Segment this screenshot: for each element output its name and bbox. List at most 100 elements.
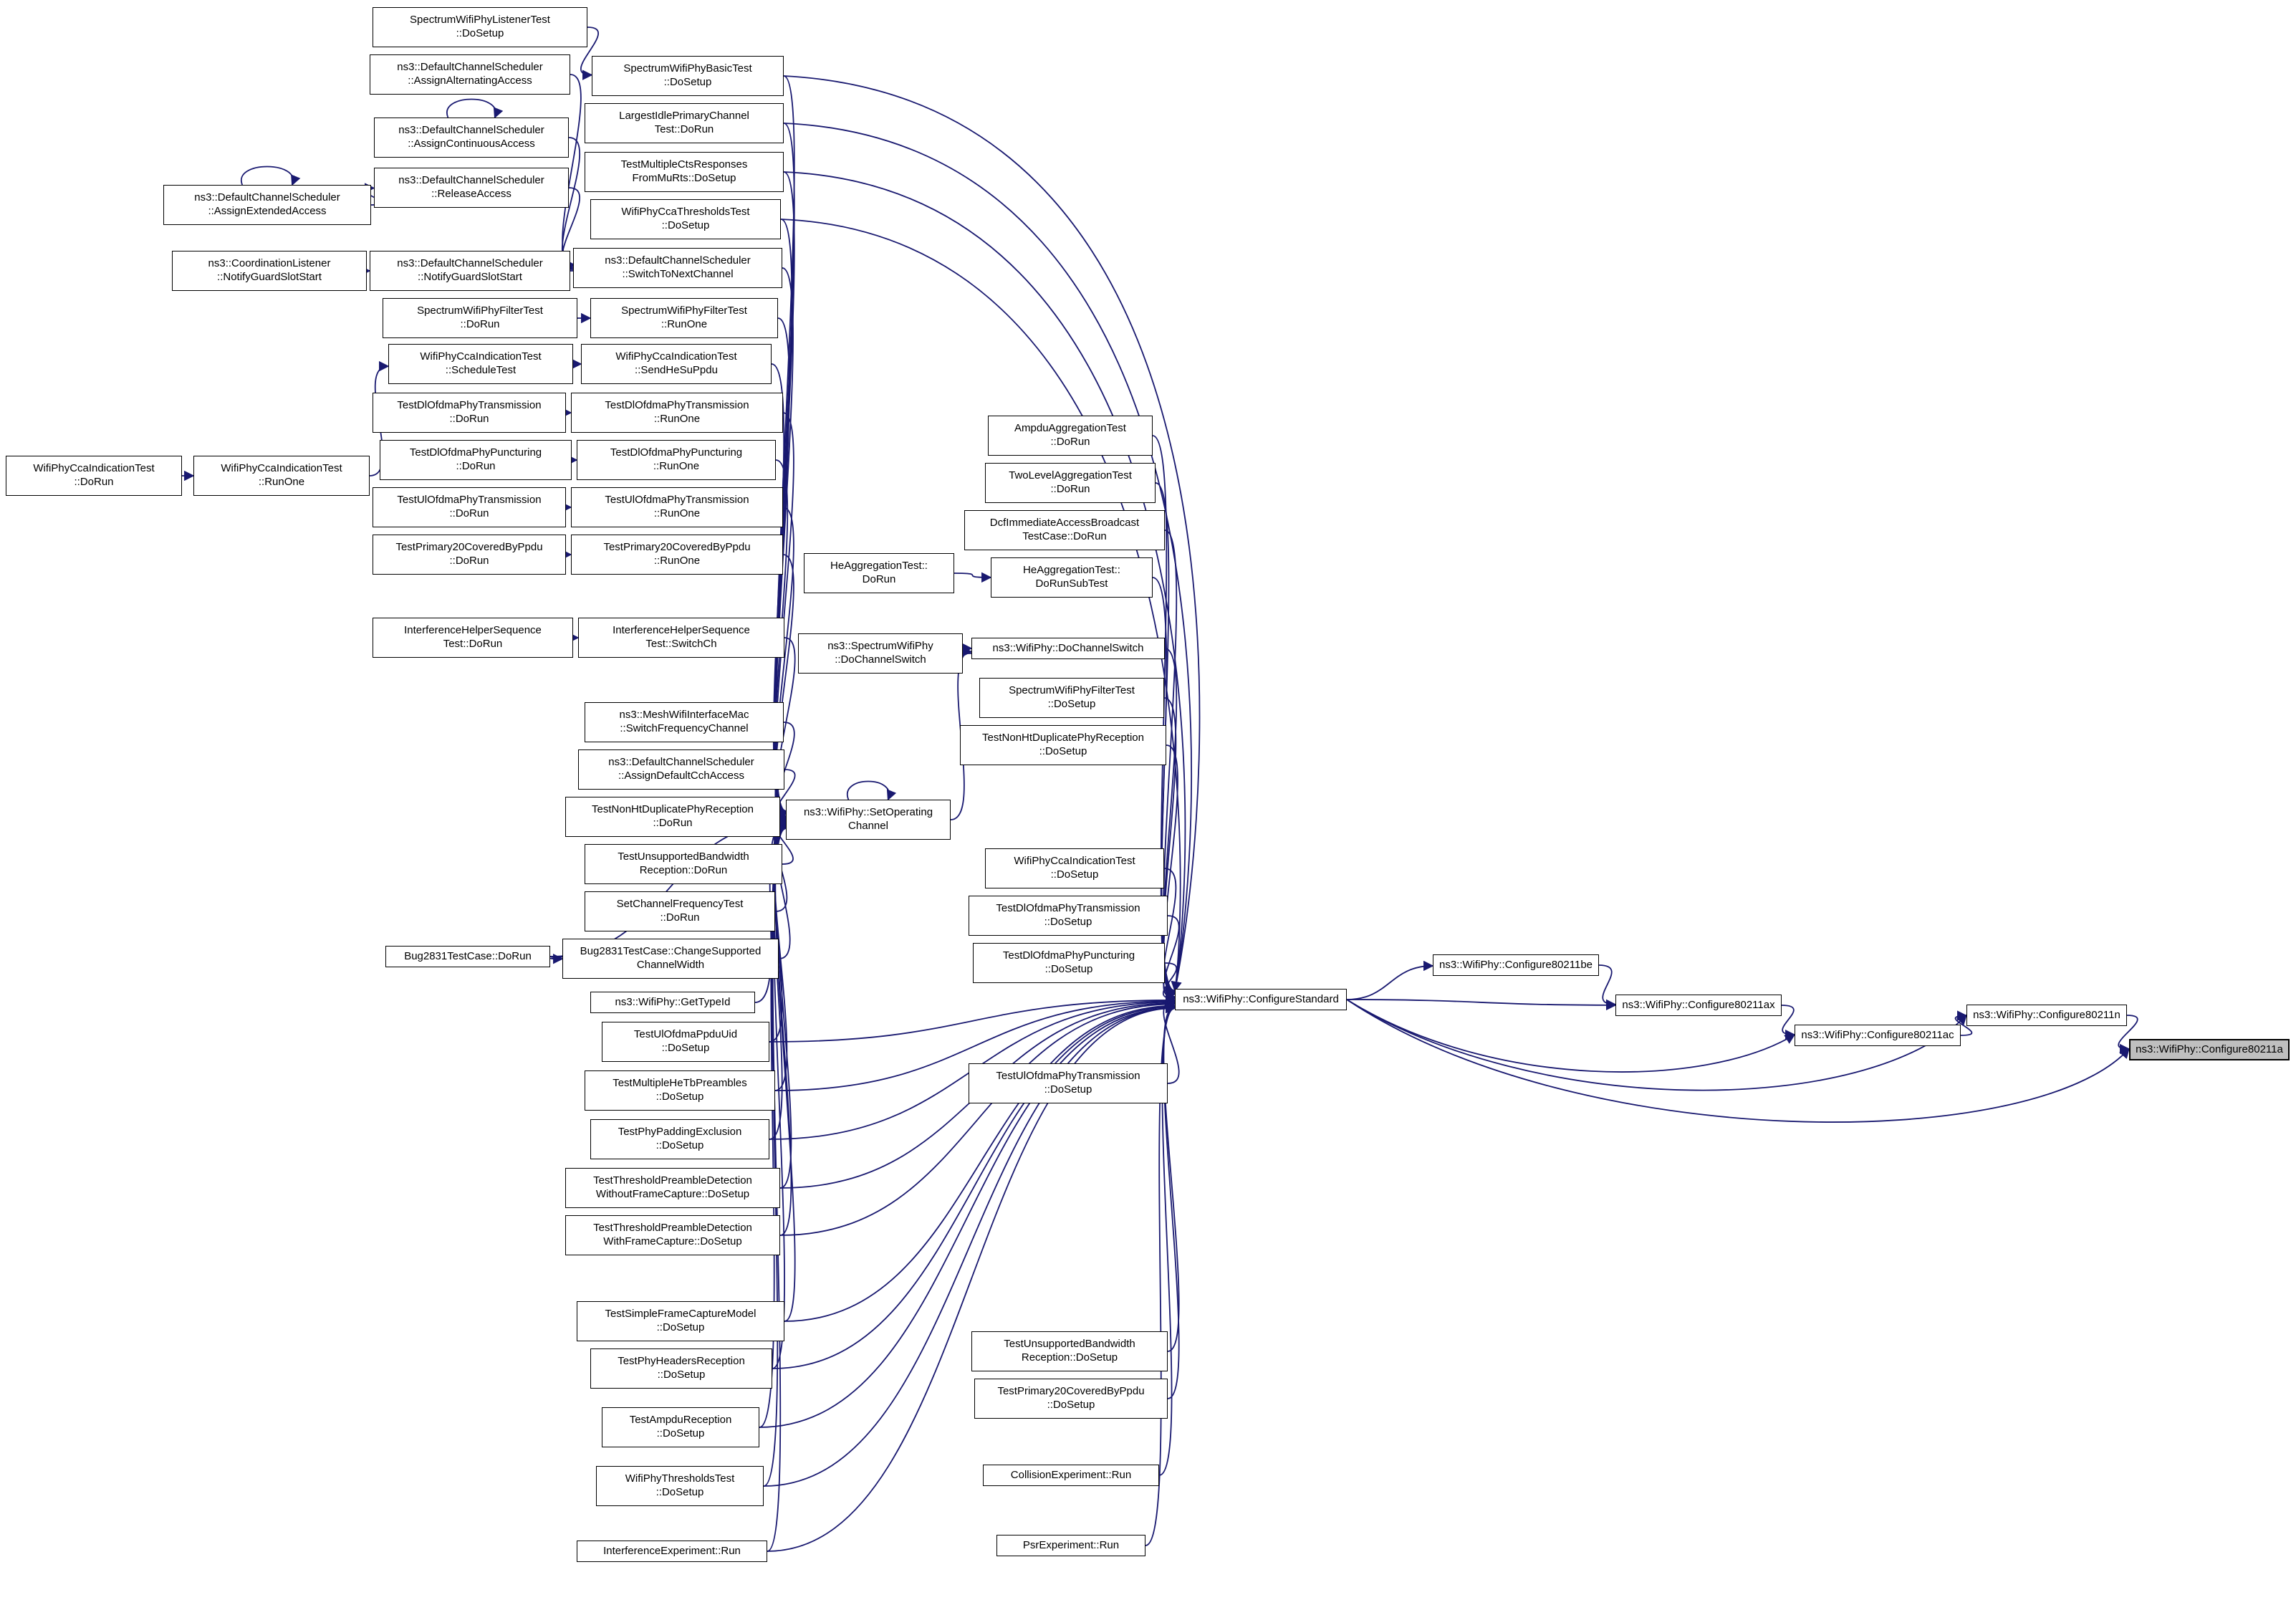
- graph-edge: [772, 1001, 1176, 1369]
- graph-node-20[interactable]: WifiPhyCcaThresholdsTest::DoSetup: [590, 199, 781, 239]
- graph-node-43[interactable]: TestAmpduReception::DoSetup: [602, 1407, 759, 1447]
- graph-node-label: ::ScheduleTest: [445, 364, 517, 376]
- graph-node-label: AmpduAggregationTest: [1014, 422, 1126, 435]
- graph-node-label: ::DoRun: [449, 413, 489, 425]
- graph-node-42[interactable]: TestPhyHeadersReception::DoSetup: [590, 1348, 772, 1389]
- graph-node-44[interactable]: WifiPhyThresholdsTest::DoSetup: [596, 1466, 764, 1506]
- graph-node-10[interactable]: TestDlOfdmaPhyTransmission::DoRun: [373, 393, 566, 433]
- graph-node-45[interactable]: InterferenceExperiment::Run: [577, 1541, 767, 1562]
- graph-node-label: ns3::DefaultChannelScheduler: [397, 61, 543, 74]
- graph-node-41[interactable]: TestSimpleFrameCaptureModel::DoSetup: [577, 1301, 784, 1341]
- graph-node-label: ::DoRun: [456, 460, 496, 472]
- graph-node-22[interactable]: SpectrumWifiPhyFilterTest::RunOne: [590, 298, 778, 338]
- graph-node-label: TestNonHtDuplicatePhyReception: [592, 803, 754, 816]
- graph-node-label: ::RunOne: [653, 460, 700, 472]
- graph-node-60[interactable]: TestUlOfdmaPhyTransmission::DoSetup: [969, 1063, 1168, 1103]
- graph-node-label: ns3::WifiPhy::Configure80211ac: [1801, 1028, 1954, 1041]
- graph-node-label: Bug2831TestCase::ChangeSupported: [580, 945, 762, 958]
- graph-edge: [774, 412, 794, 817]
- graph-node-1[interactable]: SpectrumWifiPhyListenerTest::DoSetup: [373, 7, 587, 47]
- graph-node-label: PsrExperiment::Run: [1022, 1538, 1120, 1551]
- graph-node-51[interactable]: TwoLevelAggregationTest::DoRun: [985, 463, 1156, 503]
- graph-node-38[interactable]: TestPhyPaddingExclusion::DoSetup: [590, 1119, 769, 1159]
- graph-node-4[interactable]: ns3::DefaultChannelScheduler::ReleaseAcc…: [374, 168, 569, 208]
- graph-node-31[interactable]: TestNonHtDuplicatePhyReception::DoRun: [565, 797, 780, 837]
- graph-node-label: Reception::DoSetup: [1021, 1351, 1118, 1364]
- graph-node-label: TestPhyHeadersReception: [618, 1355, 745, 1368]
- graph-node-58[interactable]: TestDlOfdmaPhyTransmission::DoSetup: [969, 896, 1168, 936]
- graph-node-63[interactable]: CollisionExperiment::Run: [983, 1465, 1159, 1486]
- graph-node-26[interactable]: TestUlOfdmaPhyTransmission::RunOne: [571, 487, 783, 527]
- graph-node-label: InterferenceHelperSequence: [404, 624, 542, 637]
- graph-node-65[interactable]: ns3::WifiPhy::ConfigureStandard: [1175, 989, 1347, 1010]
- graph-node-33[interactable]: SetChannelFrequencyTest::DoRun: [585, 891, 775, 931]
- graph-node-50[interactable]: AmpduAggregationTest::DoRun: [988, 416, 1153, 456]
- graph-node-66[interactable]: ns3::WifiPhy::Configure80211be: [1433, 954, 1599, 976]
- graph-node-64[interactable]: PsrExperiment::Run: [996, 1535, 1145, 1556]
- graph-node-label: TestPrimary20CoveredByPpdu: [603, 541, 751, 554]
- graph-node-label: TestThresholdPreambleDetection: [593, 1222, 752, 1235]
- graph-node-67[interactable]: ns3::WifiPhy::Configure80211ax: [1615, 995, 1782, 1016]
- graph-node-12[interactable]: TestUlOfdmaPhyTransmission::DoRun: [373, 487, 566, 527]
- graph-node-53[interactable]: HeAggregationTest::DoRunSubTest: [991, 557, 1153, 598]
- graph-node-label: ns3::WifiPhy::ConfigureStandard: [1183, 992, 1339, 1005]
- graph-node-69[interactable]: ns3::WifiPhy::Configure80211n: [1966, 1005, 2127, 1026]
- graph-node-47[interactable]: HeAggregationTest::DoRun: [804, 553, 954, 593]
- graph-node-13[interactable]: TestPrimary20CoveredByPpdu::DoRun: [373, 535, 566, 575]
- graph-node-62[interactable]: TestPrimary20CoveredByPpdu::DoSetup: [974, 1379, 1168, 1419]
- graph-node-8[interactable]: SpectrumWifiPhyFilterTest::DoRun: [383, 298, 577, 338]
- graph-node-68[interactable]: ns3::WifiPhy::Configure80211ac: [1795, 1025, 1961, 1046]
- graph-node-57[interactable]: WifiPhyCcaIndicationTest::DoSetup: [985, 848, 1164, 888]
- graph-node-55[interactable]: SpectrumWifiPhyFilterTest::DoSetup: [979, 678, 1164, 718]
- graph-node-29[interactable]: ns3::MeshWifiInterfaceMac::SwitchFrequen…: [585, 702, 784, 742]
- graph-node-30[interactable]: ns3::DefaultChannelScheduler::AssignDefa…: [578, 749, 784, 790]
- graph-node-label: WifiPhyCcaIndicationTest: [420, 350, 542, 363]
- graph-node-label: ::DoSetup: [1050, 868, 1099, 881]
- graph-node-9[interactable]: WifiPhyCcaIndicationTest::ScheduleTest: [388, 344, 573, 384]
- graph-node-46[interactable]: Bug2831TestCase::DoRun: [385, 946, 550, 967]
- graph-node-5[interactable]: ns3::DefaultChannelScheduler::AssignExte…: [163, 185, 371, 225]
- graph-node-label: ::DoSetup: [456, 27, 504, 39]
- graph-node-56[interactable]: TestNonHtDuplicatePhyReception::DoSetup: [960, 725, 1166, 765]
- graph-node-23[interactable]: WifiPhyCcaIndicationTest::SendHeSuPpdu: [581, 344, 772, 384]
- graph-node-7[interactable]: ns3::DefaultChannelScheduler::NotifyGuar…: [370, 251, 570, 291]
- graph-node-36[interactable]: TestUlOfdmaPpduUid::DoSetup: [602, 1022, 769, 1062]
- graph-node-6[interactable]: ns3::CoordinationListener::NotifyGuardSl…: [172, 251, 367, 291]
- graph-node-24[interactable]: TestDlOfdmaPhyTransmission::RunOne: [571, 393, 783, 433]
- graph-node-11[interactable]: TestDlOfdmaPhyPuncturing::DoRun: [380, 440, 572, 480]
- graph-node-label: ns3::WifiPhy::Configure80211n: [1973, 1008, 2120, 1021]
- graph-node-48[interactable]: ns3::SpectrumWifiPhy::DoChannelSwitch: [798, 633, 963, 674]
- graph-node-59[interactable]: TestDlOfdmaPhyPuncturing::DoSetup: [973, 943, 1165, 983]
- graph-node-label: Test::DoRun: [443, 638, 503, 650]
- graph-node-label: ::SwitchFrequencyChannel: [620, 722, 749, 734]
- graph-node-2[interactable]: ns3::DefaultChannelScheduler::AssignAlte…: [370, 54, 570, 95]
- graph-node-37[interactable]: TestMultipleHeTbPreambles::DoSetup: [585, 1070, 775, 1111]
- graph-node-70[interactable]: ns3::WifiPhy::Configure80211a: [2129, 1039, 2290, 1060]
- graph-node-15[interactable]: WifiPhyCcaIndicationTest::RunOne: [193, 456, 370, 496]
- graph-node-17[interactable]: SpectrumWifiPhyBasicTest::DoSetup: [592, 56, 784, 96]
- graph-node-35[interactable]: ns3::WifiPhy::GetTypeId: [590, 992, 755, 1013]
- graph-node-25[interactable]: TestDlOfdmaPhyPuncturing::RunOne: [577, 440, 776, 480]
- graph-node-3[interactable]: ns3::DefaultChannelScheduler::AssignCont…: [374, 118, 569, 158]
- graph-edge: [763, 1002, 1176, 1487]
- graph-edge: [783, 75, 1201, 992]
- graph-edge: [774, 996, 1176, 1091]
- graph-node-21[interactable]: ns3::DefaultChannelScheduler::SwitchToNe…: [573, 248, 782, 288]
- graph-edge: [1162, 868, 1177, 1002]
- graph-node-label: ::DoSetup: [1047, 1399, 1095, 1411]
- graph-node-54[interactable]: ns3::WifiPhy::DoChannelSwitch: [971, 638, 1165, 659]
- graph-node-label: WifiPhyCcaThresholdsTest: [621, 206, 750, 219]
- graph-node-27[interactable]: TestPrimary20CoveredByPpdu::RunOne: [571, 535, 783, 575]
- graph-node-14[interactable]: WifiPhyCcaIndicationTest::DoRun: [6, 456, 182, 496]
